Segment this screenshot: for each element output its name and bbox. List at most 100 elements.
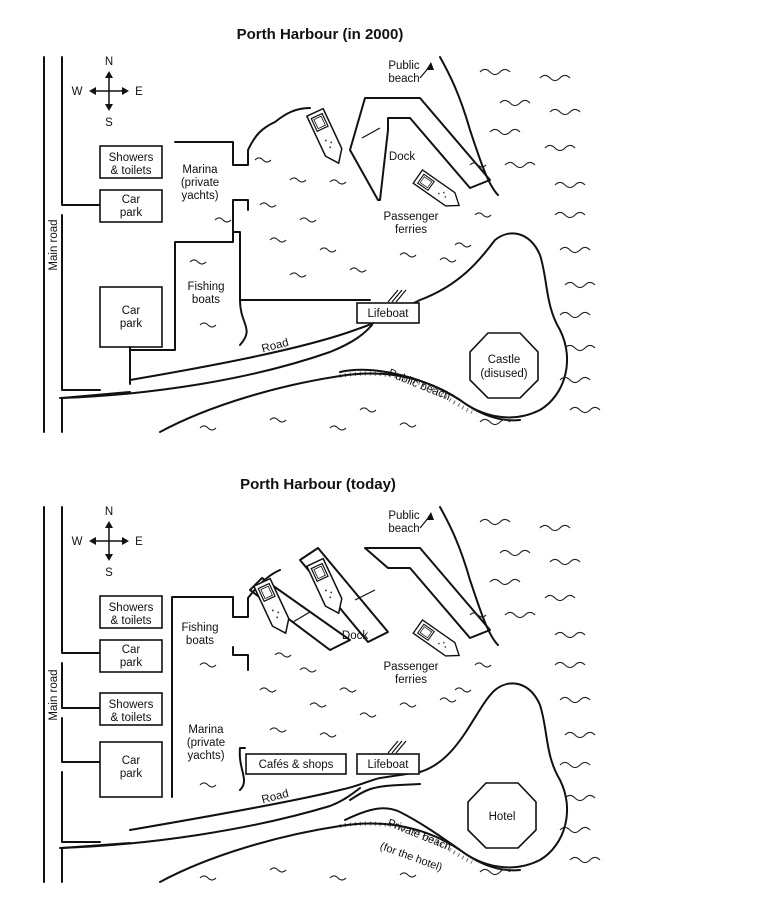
label-line: Passenger: [384, 661, 439, 673]
label-line: Showers: [109, 602, 154, 614]
marina-edge: [238, 747, 246, 791]
compass-e: E: [135, 86, 143, 98]
label-line: Car: [122, 755, 141, 767]
label-line: park: [120, 657, 143, 669]
compass-s: S: [105, 567, 113, 579]
compass-w: W: [72, 86, 83, 98]
label-line: & toilets: [111, 615, 152, 627]
label-line: Marina: [188, 724, 224, 736]
label-line: Car: [122, 194, 141, 206]
label-line: & toilets: [111, 712, 152, 724]
car-park-box: [99, 639, 163, 673]
label-line: park: [120, 768, 143, 780]
showers-toilets-box: [99, 595, 163, 629]
compass-icon: [88, 520, 130, 562]
showers-toilets-box: [99, 145, 163, 179]
label-line: Showers: [109, 152, 154, 164]
compass-e: E: [135, 536, 143, 548]
beach-label: Public beach: [386, 367, 452, 403]
compass-icon: [88, 70, 130, 112]
cafes-shops-box: [245, 753, 347, 775]
ship-icon: [412, 169, 465, 213]
car-park-box: [99, 286, 163, 348]
car-park-box: [99, 741, 163, 798]
lifeboat-ramp: [387, 289, 407, 303]
label-line: (private: [181, 177, 219, 189]
basin-edge: [129, 199, 249, 381]
compass-n: N: [105, 56, 113, 68]
label-line: Fishing: [181, 622, 218, 634]
map-today: Porth Harbour (today) N S W E Main road: [43, 476, 601, 883]
dock-label: Dock: [342, 630, 368, 642]
arrow-up-icon: [426, 62, 434, 70]
label-line: park: [120, 207, 143, 219]
compass-n: N: [105, 506, 113, 518]
compass-w: W: [72, 536, 83, 548]
label-line: (private: [187, 737, 225, 749]
road-lower-edge: [59, 324, 373, 399]
north-shoreline: [439, 506, 499, 646]
label-line: Fishing: [187, 281, 224, 293]
cafes-shops-label: Cafés & shops: [259, 759, 334, 771]
road-lower-edge: [59, 787, 361, 849]
label-line: boats: [186, 635, 214, 647]
dock-pier: [299, 547, 389, 643]
label-line: Passenger: [384, 211, 439, 223]
north-shoreline: [439, 56, 499, 196]
label-line: Marina: [182, 164, 218, 176]
label-line: beach: [388, 523, 419, 535]
label-line: park: [120, 318, 143, 330]
lifeboat-ramp: [387, 740, 407, 754]
label-line: & toilets: [111, 165, 152, 177]
hotel-octagon: [467, 782, 537, 849]
basin-wall: [232, 646, 249, 671]
map-title: Porth Harbour (in 2000): [237, 26, 404, 43]
dock-label: Dock: [389, 151, 415, 163]
lifeboat-box: [356, 302, 420, 324]
dock-pier: [364, 547, 491, 639]
main-road-label: Main road: [48, 219, 60, 270]
hotel-label: Hotel: [489, 811, 516, 823]
label-line: Public: [388, 60, 420, 72]
dock-arrow: [354, 589, 376, 601]
label-line: Showers: [109, 699, 154, 711]
marina-edge: [174, 107, 311, 166]
dock-pier: [249, 577, 351, 651]
label-line: Car: [122, 305, 141, 317]
label-line: yachts): [187, 750, 224, 762]
main-road-east-edge: [61, 506, 101, 843]
castle-octagon: [469, 332, 539, 399]
fishing-basin-wall: [232, 231, 241, 301]
label-line: boats: [192, 294, 220, 306]
label-line: beach: [388, 73, 419, 85]
road-branch: [349, 783, 421, 801]
beach-lower-edge: [159, 822, 521, 883]
dock-arrow: [292, 611, 311, 623]
dock-arrow: [361, 127, 381, 139]
label-line: ferries: [395, 674, 427, 686]
fishing-basin-quay: [239, 299, 371, 346]
dock-pier: [349, 97, 491, 201]
arrow-up-icon: [426, 512, 434, 520]
beach-lower-edge: [159, 372, 521, 433]
car-park-box: [99, 189, 163, 223]
label-line: Castle: [488, 354, 521, 366]
lifeboat-label: Lifeboat: [368, 759, 410, 771]
ship-icon: [306, 107, 348, 168]
main-road-east-edge: [61, 56, 101, 391]
main-road-label: Main road: [48, 669, 60, 720]
label-line: ferries: [395, 224, 427, 236]
ship-icon: [412, 619, 465, 663]
label-line: yachts): [181, 190, 218, 202]
main-road-bottom-edge: [61, 842, 131, 883]
map-title: Porth Harbour (today): [240, 476, 396, 493]
lifeboat-box: [356, 753, 420, 775]
label-line: Car: [122, 644, 141, 656]
label-line: (disused): [480, 368, 527, 380]
ship-icon: [253, 577, 295, 638]
basin-edge: [171, 569, 281, 798]
showers-toilets-box: [99, 692, 163, 726]
lifeboat-label: Lifeboat: [368, 308, 410, 320]
compass-s: S: [105, 117, 113, 129]
